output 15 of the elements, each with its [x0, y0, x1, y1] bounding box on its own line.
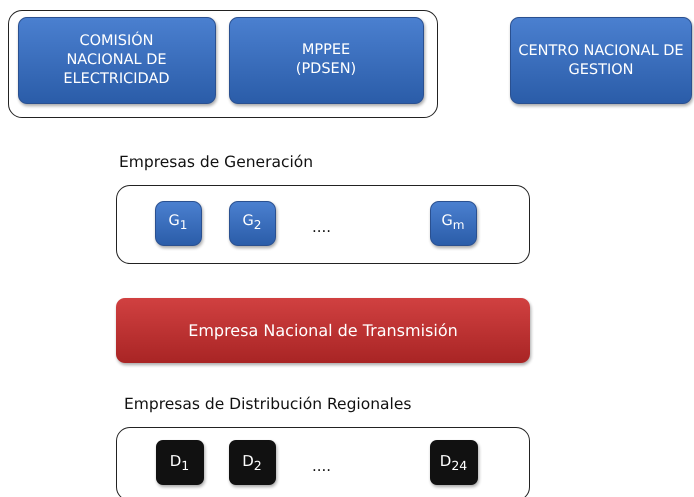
- ellipsis-text: ....: [312, 218, 332, 236]
- group-box: [8, 10, 438, 118]
- organization-box: MPPEE (PDSEN): [228, 16, 424, 104]
- company-box: G$_{2}$: [228, 200, 276, 246]
- company-box: D$_{2}$: [228, 440, 276, 484]
- organization-box: CENTRO NACIONAL DE GESTION: [510, 17, 692, 104]
- company-box: D$_{24}$: [430, 440, 478, 484]
- organization-box: COMISIÓN NACIONAL DE ELECTRICIDAD: [18, 16, 216, 104]
- company-box: G$_{1}$: [154, 200, 202, 246]
- group-heading: Empresas de Distribución Regionales: [124, 395, 412, 413]
- ellipsis-text: ....: [312, 457, 332, 475]
- company-box: D$_{1}$: [156, 440, 204, 484]
- group-heading: Empresas de Generación: [119, 153, 314, 171]
- company-box: G$_{m}$: [430, 200, 476, 246]
- transmission-bar: Empresa Nacional de Transmisión: [116, 298, 530, 363]
